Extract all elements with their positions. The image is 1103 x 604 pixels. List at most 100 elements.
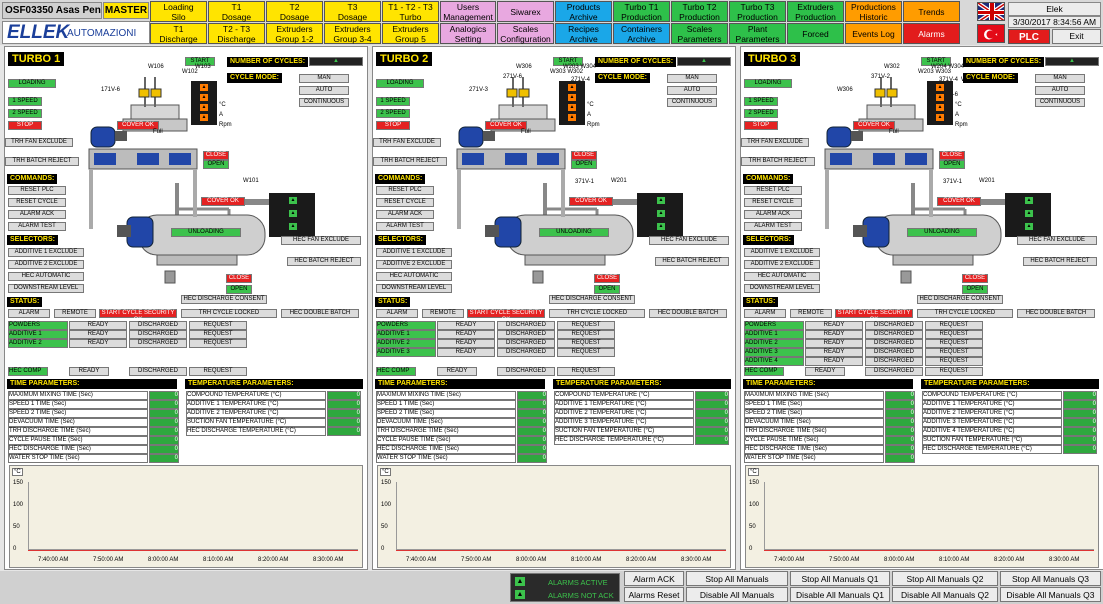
- mode-continuous-button[interactable]: CONTINUOUS: [1035, 98, 1085, 107]
- hec-fan-exclude-button[interactable]: HEC FAN EXCLUDE: [1017, 236, 1097, 245]
- stop-all-manuals-button[interactable]: Stop All Manuals: [686, 571, 788, 586]
- nav-button-productions-historic[interactable]: Productions Historic: [845, 1, 902, 22]
- nav-button-loading-silo[interactable]: Loading Silo: [150, 1, 207, 22]
- time-param-value[interactable]: 0: [517, 418, 547, 427]
- nav-button-scales-parameters[interactable]: Scales Parameters: [671, 23, 728, 44]
- nav-button-forced[interactable]: Forced: [787, 23, 844, 44]
- time-param-value[interactable]: 0: [149, 418, 179, 427]
- command-reset-cycle-button[interactable]: RESET CYCLE: [8, 198, 66, 207]
- command-reset-plc-button[interactable]: RESET PLC: [8, 186, 66, 195]
- selector-hec-automatic-button[interactable]: HEC AUTOMATIC: [376, 272, 452, 281]
- mode-man-button[interactable]: MAN: [299, 74, 349, 83]
- selector-additive-2-exclude-button[interactable]: ADDITIVE 2 EXCLUDE: [8, 260, 84, 269]
- disable-all-manuals-q3-button[interactable]: Disable All Manuals Q3: [1000, 587, 1101, 602]
- nav-button-plant-parameters[interactable]: Plant Parameters: [729, 23, 786, 44]
- nav-button-t2-t3-discharge[interactable]: T2 - T3 Discharge: [208, 23, 265, 44]
- selector-downstream-level-button[interactable]: DOWNSTREAM LEVEL: [8, 284, 84, 293]
- hec-batch-reject-button[interactable]: HEC BATCH REJECT: [287, 257, 361, 266]
- stop-all-manuals-q3-button[interactable]: Stop All Manuals Q3: [1000, 571, 1101, 586]
- trh-batch-reject-button[interactable]: TRH BATCH REJECT: [5, 157, 79, 166]
- cycles-value-field[interactable]: ▲: [1045, 57, 1099, 66]
- disable-all-manuals-button[interactable]: Disable All Manuals: [686, 587, 788, 602]
- hec-batch-reject-button[interactable]: HEC BATCH REJECT: [655, 257, 729, 266]
- time-param-value[interactable]: 0: [149, 391, 179, 400]
- nav-button-turbo-t3-production[interactable]: Turbo T3 Production: [729, 1, 786, 22]
- command-reset-cycle-button[interactable]: RESET CYCLE: [744, 198, 802, 207]
- time-param-value[interactable]: 0: [885, 445, 915, 454]
- mode-man-button[interactable]: MAN: [1035, 74, 1085, 83]
- cycles-value-field[interactable]: ▲: [677, 57, 731, 66]
- start-button[interactable]: START: [921, 57, 951, 66]
- time-param-value[interactable]: 0: [517, 391, 547, 400]
- time-param-value[interactable]: 0: [885, 391, 915, 400]
- command-alarm-ack-button[interactable]: ALARM ACK: [8, 210, 66, 219]
- command-alarm-ack-button[interactable]: ALARM ACK: [376, 210, 434, 219]
- time-param-value[interactable]: 0: [517, 445, 547, 454]
- command-alarm-ack-button[interactable]: ALARM ACK: [744, 210, 802, 219]
- trh-batch-reject-button[interactable]: TRH BATCH REJECT: [741, 157, 815, 166]
- time-param-value[interactable]: 0: [885, 427, 915, 436]
- temp-param-value[interactable]: 0: [327, 400, 361, 409]
- hec-discharge-consent-button[interactable]: HEC DISCHARGE CONSENT: [917, 295, 1003, 304]
- trh-fan-exclude-button[interactable]: TRH FAN EXCLUDE: [5, 138, 73, 147]
- time-param-value[interactable]: 0: [885, 418, 915, 427]
- time-param-value[interactable]: 0: [885, 409, 915, 418]
- temp-param-value[interactable]: 0: [1063, 391, 1097, 400]
- start-button[interactable]: START: [185, 57, 215, 66]
- mode-auto-button[interactable]: AUTO: [299, 86, 349, 95]
- time-param-value[interactable]: 0: [885, 454, 915, 463]
- command-alarm-test-button[interactable]: ALARM TEST: [376, 222, 434, 231]
- hec-fan-exclude-button[interactable]: HEC FAN EXCLUDE: [649, 236, 729, 245]
- temp-param-value[interactable]: 0: [695, 391, 729, 400]
- selector-additive-1-exclude-button[interactable]: ADDITIVE 1 EXCLUDE: [744, 248, 820, 257]
- nav-button-alarms[interactable]: Alarms: [903, 23, 960, 44]
- temp-param-value[interactable]: 0: [695, 427, 729, 436]
- hec-batch-reject-button[interactable]: HEC BATCH REJECT: [1023, 257, 1097, 266]
- alarms-reset-button[interactable]: Alarms Reset: [624, 587, 684, 602]
- nav-button-analogics-setting[interactable]: Analogics Setting: [440, 23, 496, 44]
- mode-auto-button[interactable]: AUTO: [1035, 86, 1085, 95]
- hec-discharge-consent-button[interactable]: HEC DISCHARGE CONSENT: [181, 295, 267, 304]
- temp-param-value[interactable]: 0: [695, 418, 729, 427]
- time-param-value[interactable]: 0: [517, 400, 547, 409]
- temp-param-value[interactable]: 0: [1063, 400, 1097, 409]
- temp-param-value[interactable]: 0: [327, 409, 361, 418]
- nav-button-recipes-archive[interactable]: Recipes Archive: [555, 23, 612, 44]
- time-param-value[interactable]: 0: [149, 409, 179, 418]
- nav-button-t2-dosage[interactable]: T2 Dosage: [266, 1, 323, 22]
- temp-param-value[interactable]: 0: [695, 400, 729, 409]
- trh-fan-exclude-button[interactable]: TRH FAN EXCLUDE: [741, 138, 809, 147]
- command-reset-plc-button[interactable]: RESET PLC: [376, 186, 434, 195]
- time-param-value[interactable]: 0: [885, 400, 915, 409]
- command-reset-cycle-button[interactable]: RESET CYCLE: [376, 198, 434, 207]
- nav-button-products-archive[interactable]: Products Archive: [555, 1, 612, 22]
- start-button[interactable]: START: [553, 57, 583, 66]
- nav-button-turbo-t1-production[interactable]: Turbo T1 Production: [613, 1, 670, 22]
- nav-button-events-log[interactable]: Events Log: [845, 23, 902, 44]
- nav-button-turbo-t2-production[interactable]: Turbo T2 Production: [671, 1, 728, 22]
- nav-button-extruders-group-5[interactable]: Extruders Group 5: [382, 23, 439, 44]
- hec-fan-exclude-button[interactable]: HEC FAN EXCLUDE: [281, 236, 361, 245]
- selector-additive-1-exclude-button[interactable]: ADDITIVE 1 EXCLUDE: [8, 248, 84, 257]
- nav-button-t3-dosage[interactable]: T3 Dosage: [324, 1, 381, 22]
- nav-button-trends[interactable]: Trends: [903, 1, 960, 22]
- cycles-value-field[interactable]: ▲: [309, 57, 363, 66]
- command-alarm-test-button[interactable]: ALARM TEST: [744, 222, 802, 231]
- selector-hec-automatic-button[interactable]: HEC AUTOMATIC: [8, 272, 84, 281]
- nav-button-extruders-production[interactable]: Extruders Production: [787, 1, 844, 22]
- nav-button-scales-configuration[interactable]: Scales Configuration: [497, 23, 554, 44]
- selector-additive-1-exclude-button[interactable]: ADDITIVE 1 EXCLUDE: [376, 248, 452, 257]
- trh-fan-exclude-button[interactable]: TRH FAN EXCLUDE: [373, 138, 441, 147]
- time-param-value[interactable]: 0: [517, 409, 547, 418]
- nav-button-containers-archive[interactable]: Containers Archive: [613, 23, 670, 44]
- selector-additive-2-exclude-button[interactable]: ADDITIVE 2 EXCLUDE: [744, 260, 820, 269]
- mode-auto-button[interactable]: AUTO: [667, 86, 717, 95]
- disable-all-manuals-q1-button[interactable]: Disable All Manuals Q1: [790, 587, 890, 602]
- nav-button-t1-discharge[interactable]: T1 Discharge: [150, 23, 207, 44]
- time-param-value[interactable]: 0: [149, 445, 179, 454]
- mode-man-button[interactable]: MAN: [667, 74, 717, 83]
- time-param-value[interactable]: 0: [517, 427, 547, 436]
- nav-button-t1-t2-t3-turbo[interactable]: T1 - T2 - T3 Turbo: [382, 1, 439, 22]
- nav-button-extruders-group-3-4[interactable]: Extruders Group 3-4: [324, 23, 381, 44]
- nav-button-t1-dosage[interactable]: T1 Dosage: [208, 1, 265, 22]
